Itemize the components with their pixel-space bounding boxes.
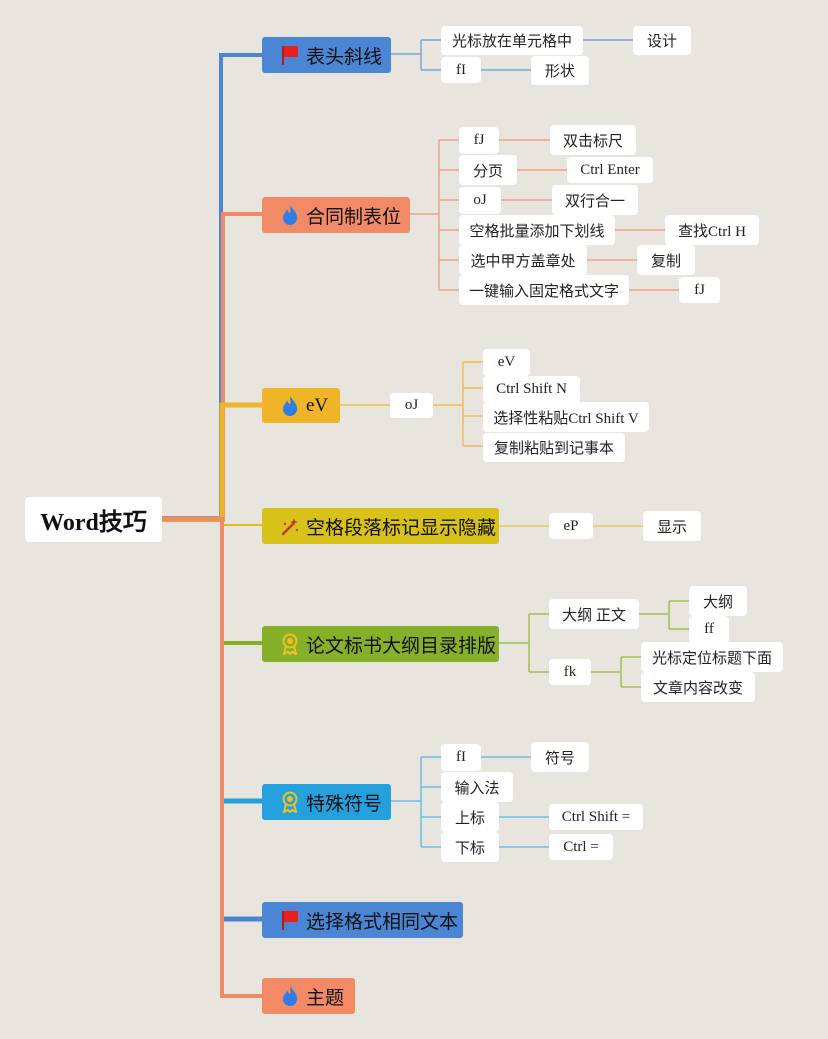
node-cursor-in-cell[interactable]: 光标放在单元格中	[441, 26, 583, 55]
node-shape[interactable]: 形状	[531, 56, 589, 85]
red-flag-icon	[282, 911, 298, 930]
node-fixed-format-text[interactable]: 一键输入固定格式文字	[459, 275, 629, 305]
award-icon	[282, 633, 298, 655]
connector-b6	[391, 756, 441, 848]
connector-b2-leaves	[499, 139, 679, 291]
node-fi-2[interactable]: fI	[441, 744, 481, 771]
connector-trunk-blue	[162, 53, 262, 520]
branch-paragraph-marks[interactable]: 空格段落标记显示隐藏	[262, 508, 499, 544]
branch-label: 主题	[306, 987, 345, 1009]
node-design[interactable]: 设计	[633, 26, 691, 55]
node-input-method[interactable]: 输入法	[441, 772, 513, 802]
branch-label: 选择格式相同文本	[306, 911, 459, 933]
node-ff[interactable]: ff	[689, 616, 729, 643]
node-symbol[interactable]: 符号	[531, 742, 589, 772]
node-content-changes[interactable]: 文章内容改变	[641, 672, 755, 702]
root-node[interactable]: Word技巧	[25, 497, 162, 542]
connector-trunk-salmon-a	[162, 212, 262, 522]
connector-b1	[391, 39, 441, 71]
branch-label: eV	[306, 394, 329, 416]
node-select-party-a-seal[interactable]: 选中甲方盖章处	[459, 245, 587, 275]
node-two-lines-in-one[interactable]: 双行合一	[552, 185, 638, 215]
node-ctrl-enter[interactable]: Ctrl Enter	[567, 157, 653, 183]
branch-label: 合同制表位	[306, 206, 402, 228]
node-show[interactable]: 显示	[643, 511, 701, 541]
node-fj[interactable]: fJ	[459, 127, 499, 154]
node-ev-sub[interactable]: eV	[483, 349, 530, 376]
node-paste-special[interactable]: 选择性粘贴Ctrl Shift V	[483, 402, 649, 432]
flame-icon	[283, 395, 298, 416]
connector-b2	[410, 139, 459, 291]
connector-b6-leaves	[481, 756, 549, 848]
node-batch-underline[interactable]: 空格批量添加下划线	[459, 215, 615, 245]
connector-trunk-orange	[162, 402, 262, 522]
node-subscript[interactable]: 下标	[441, 832, 499, 862]
node-ctrl-shift-n[interactable]: Ctrl Shift N	[483, 376, 580, 403]
connector-b3	[340, 361, 483, 447]
node-ctrl-shift-equals[interactable]: Ctrl Shift =	[549, 804, 643, 830]
node-ctrl-equals[interactable]: Ctrl =	[549, 834, 613, 860]
flame-icon	[283, 986, 298, 1006]
connector-b1-leaves	[481, 39, 633, 71]
award-icon	[282, 791, 298, 813]
branch-label: 论文标书大纲目录排版	[306, 635, 497, 657]
branch-ev[interactable]: eV	[262, 388, 340, 423]
branch-special-symbols[interactable]: 特殊符号	[262, 784, 391, 820]
magic-wand-icon	[281, 518, 299, 536]
connector-b5-leaves	[591, 600, 689, 688]
node-page-break[interactable]: 分页	[459, 155, 517, 185]
branch-select-same-format[interactable]: 选择格式相同文本	[262, 902, 463, 938]
branch-contract-tab-stop[interactable]: 合同制表位	[262, 197, 410, 233]
node-outline-body[interactable]: 大纲 正文	[549, 599, 639, 629]
flame-icon	[283, 205, 298, 225]
node-fi[interactable]: fI	[441, 57, 481, 83]
node-copy[interactable]: 复制	[637, 245, 695, 275]
node-oj-ev[interactable]: oJ	[390, 393, 433, 418]
node-double-click-ruler[interactable]: 双击标尺	[550, 125, 636, 155]
node-fj-2[interactable]: fJ	[679, 277, 720, 303]
connector-trunk-salmon-b	[162, 517, 262, 998]
branch-label: 特殊符号	[306, 793, 383, 815]
branch-label: 表头斜线	[306, 46, 383, 68]
node-cursor-under-title[interactable]: 光标定位标题下面	[641, 642, 783, 672]
branch-thesis-outline[interactable]: 论文标书大纲目录排版	[262, 626, 499, 662]
node-fk[interactable]: fk	[549, 659, 591, 685]
branch-table-header-diagonal[interactable]: 表头斜线	[262, 37, 391, 73]
node-paste-to-notepad[interactable]: 复制粘贴到记事本	[483, 433, 625, 462]
node-ep[interactable]: eP	[549, 513, 593, 539]
branch-label: 空格段落标记显示隐藏	[306, 517, 497, 539]
red-flag-icon	[282, 46, 298, 65]
node-superscript[interactable]: 上标	[441, 802, 499, 832]
node-oj[interactable]: oJ	[459, 187, 501, 214]
connector-b5	[499, 613, 549, 673]
node-find-ctrl-h[interactable]: 查找Ctrl H	[665, 215, 759, 245]
node-outline[interactable]: 大纲	[689, 586, 747, 616]
branch-theme[interactable]: 主题	[262, 978, 355, 1014]
